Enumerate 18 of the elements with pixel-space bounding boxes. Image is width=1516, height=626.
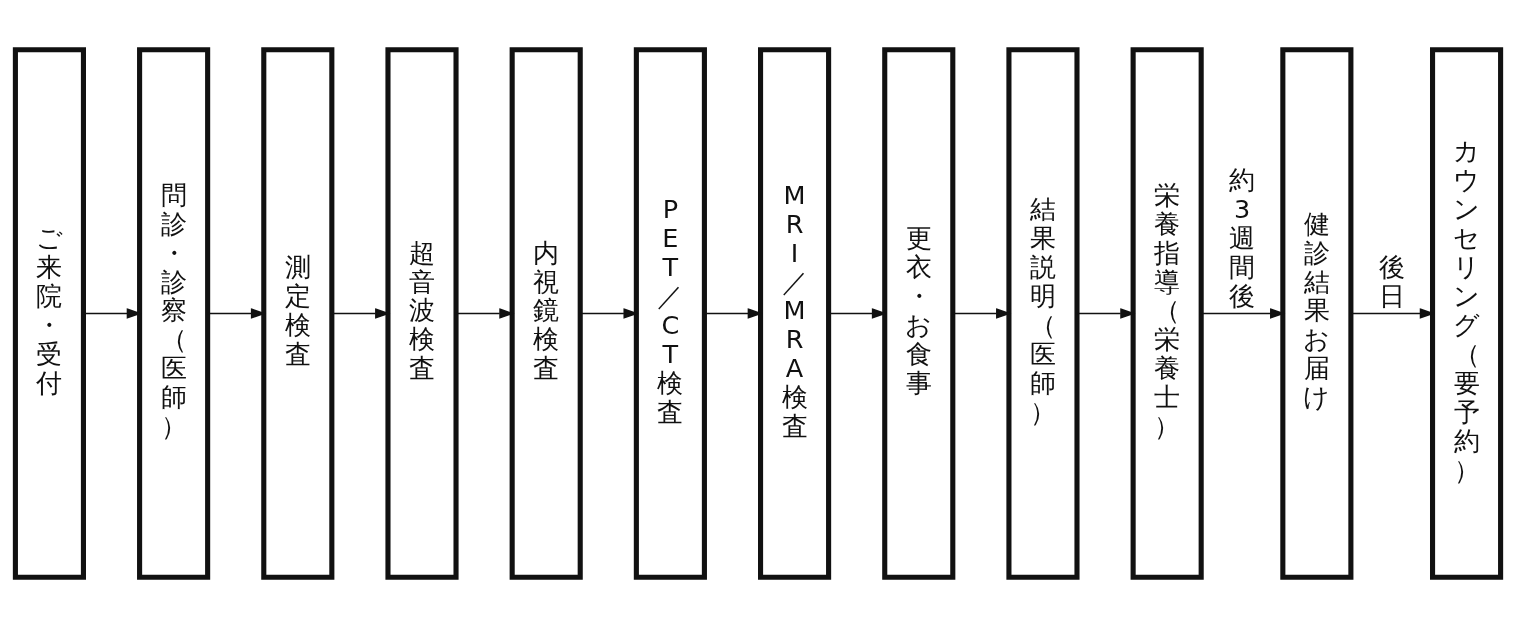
node-box: カウンセリング（要予約） bbox=[1430, 46, 1504, 580]
node-box: 超音波検査 bbox=[385, 46, 459, 580]
node-box: 栄養指導（栄養士） bbox=[1130, 46, 1204, 580]
node-box: ご来院・受付 bbox=[12, 46, 86, 580]
node-box: MRI／MRA検査 bbox=[758, 46, 832, 580]
node-box: 測定検査 bbox=[261, 46, 335, 580]
arrow bbox=[1076, 307, 1136, 319]
node-box: 更衣・お食事 bbox=[882, 46, 956, 580]
node-box: 問診・診察（医師） bbox=[137, 46, 211, 580]
arrow bbox=[455, 307, 515, 319]
edge-label: 約3週間後 bbox=[1229, 164, 1256, 311]
arrow bbox=[1200, 307, 1286, 319]
arrow bbox=[331, 307, 391, 319]
node-box: PET／CT検査 bbox=[633, 46, 707, 580]
node-box: 結果説明（医師） bbox=[1006, 46, 1080, 580]
node-box: 健診結果お届け bbox=[1280, 46, 1354, 580]
node-box: 内視鏡検査 bbox=[509, 46, 583, 580]
edge-label: 後日 bbox=[1378, 251, 1405, 311]
